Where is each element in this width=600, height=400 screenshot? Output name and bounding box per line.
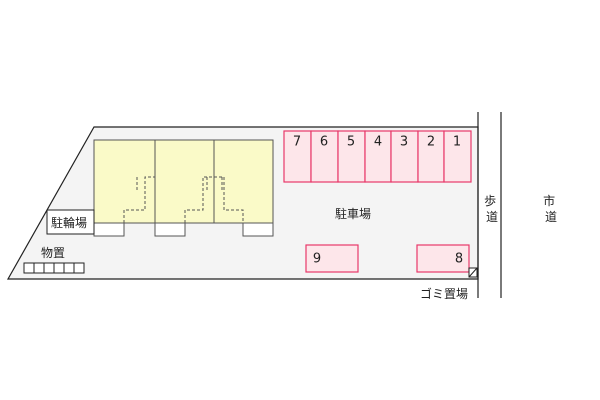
interior-outline-3	[214, 176, 244, 223]
parking-space-9[interactable]	[305, 244, 359, 273]
sidewalk-label: 歩 道	[484, 193, 500, 224]
building	[93, 139, 274, 237]
parking-space-1[interactable]	[443, 130, 472, 183]
parking-number-2: 2	[427, 135, 435, 150]
parking-number-8: 8	[455, 252, 463, 267]
bicycle-parking-label: 駐輪場	[51, 215, 87, 230]
parking-space-7[interactable]	[283, 130, 312, 183]
sidewalk-char-2: 道	[486, 210, 498, 224]
garbage-area-label: ゴミ置場	[420, 286, 468, 301]
bicycle-parking-box	[46, 209, 95, 235]
entrance-step-1	[93, 222, 125, 237]
sidewalk-char-1: 歩	[484, 193, 496, 208]
interior-outline-4	[136, 177, 223, 190]
parking-lot-label: 駐車場	[335, 206, 371, 221]
entrance-step-3	[242, 222, 274, 237]
city-road-label: 市 道	[543, 193, 559, 224]
parking-space-6[interactable]	[310, 130, 339, 183]
parking-number-7: 7	[293, 135, 301, 150]
parking-space-4[interactable]	[364, 130, 392, 183]
storage-units	[23, 262, 85, 274]
parking-space-8[interactable]	[416, 244, 470, 273]
parking-number-9: 9	[313, 252, 321, 267]
garbage-area-diagonal	[468, 267, 478, 278]
parking-space-3[interactable]	[390, 130, 419, 183]
parking-number-3: 3	[400, 135, 408, 150]
interior-outline-1	[123, 176, 155, 223]
parking-number-5: 5	[347, 135, 355, 150]
parking-number-1: 1	[453, 135, 461, 150]
parking-row-top: 7 6 5 4 3 2 1	[283, 130, 472, 183]
city-road-char-2: 道	[545, 210, 557, 224]
parking-number-6: 6	[320, 135, 328, 150]
parking-number-4: 4	[374, 135, 382, 150]
city-road-char-1: 市	[543, 193, 555, 208]
storage-label: 物置	[41, 246, 65, 260]
parking-space-5[interactable]	[337, 130, 366, 183]
entrance-step-2	[154, 222, 186, 237]
